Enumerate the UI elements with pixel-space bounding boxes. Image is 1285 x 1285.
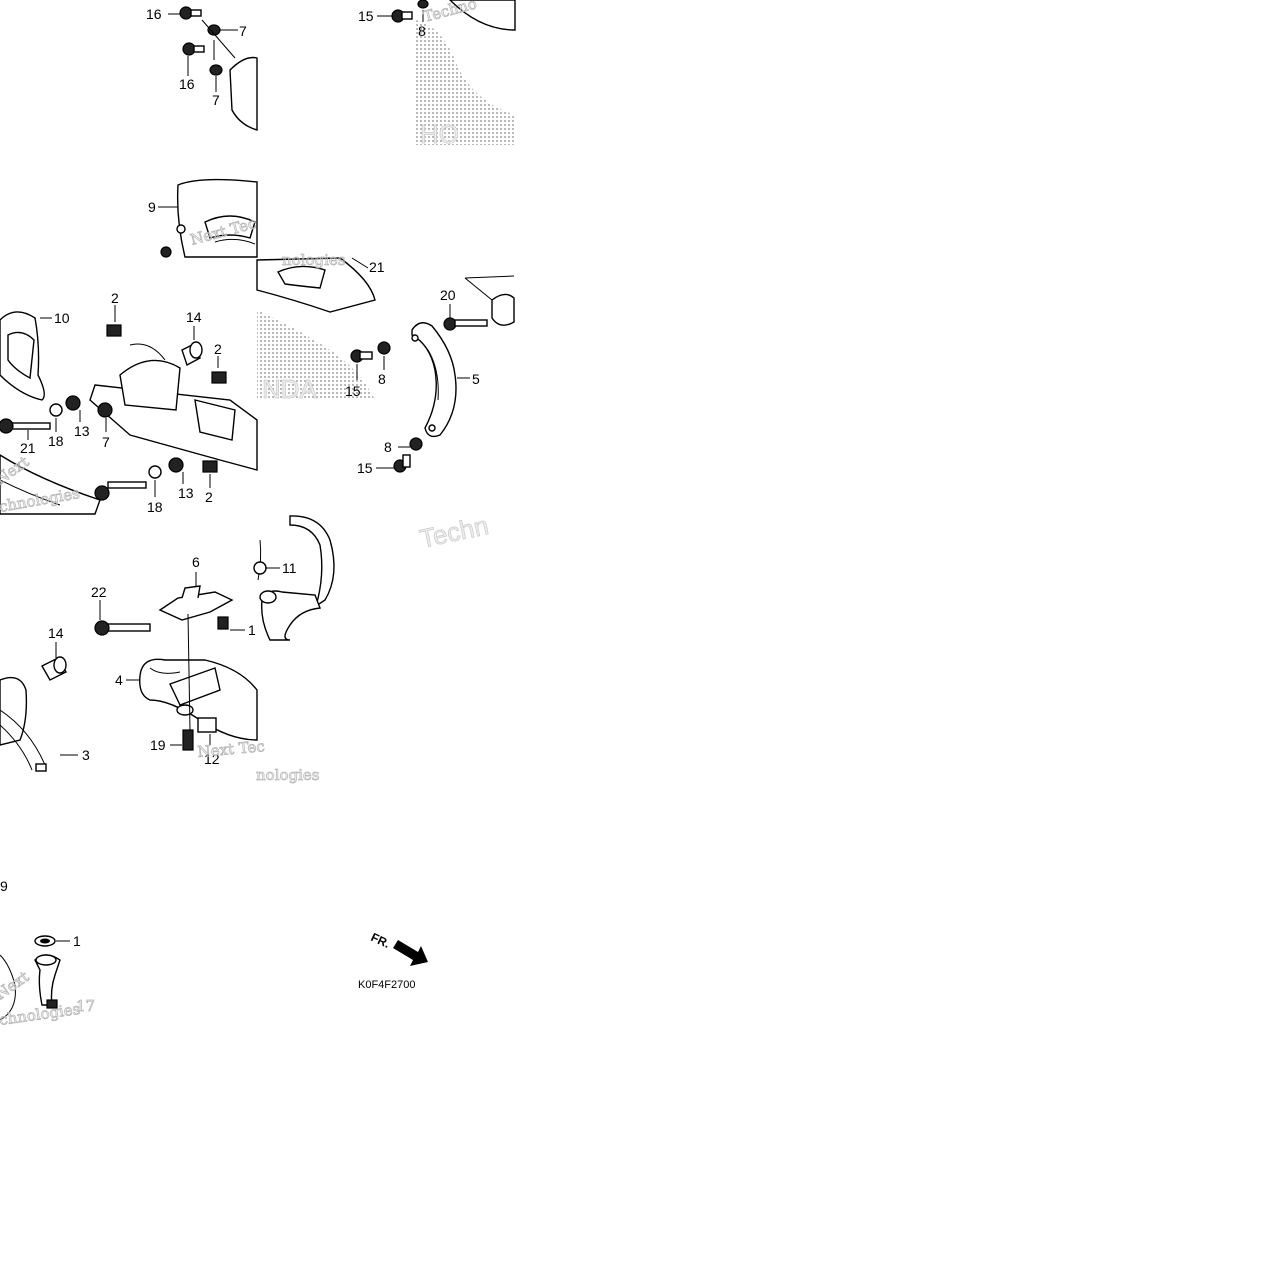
callout-5: 5 bbox=[472, 371, 480, 387]
callout-7: 7 bbox=[102, 434, 110, 450]
watermark: Techno bbox=[421, 0, 478, 26]
watermark: nologies bbox=[282, 251, 346, 269]
callout-14: 14 bbox=[186, 309, 202, 325]
watermark: Next bbox=[0, 968, 32, 1004]
callout-2: 2 bbox=[205, 489, 213, 505]
callout-7: 7 bbox=[239, 23, 247, 39]
callout-22: 22 bbox=[91, 584, 107, 600]
callout-1: 1 bbox=[73, 933, 81, 949]
watermark: chnologies bbox=[0, 1000, 81, 1029]
callout-9: 9 bbox=[148, 199, 156, 215]
tile-emblem-top: HO bbox=[377, 0, 516, 149]
callout-16: 16 bbox=[179, 76, 195, 92]
callout-15: 15 bbox=[345, 383, 361, 399]
callout-17: 17 bbox=[76, 997, 95, 1015]
tile-band-emblem: NDA bbox=[256, 257, 515, 473]
callout-12: 12 bbox=[204, 751, 220, 767]
watermark: nologies bbox=[256, 766, 320, 784]
tile-exhaust-joint bbox=[0, 935, 70, 1021]
tile-muffler-body bbox=[0, 572, 258, 772]
callout-18: 18 bbox=[147, 499, 163, 515]
callout-4: 4 bbox=[115, 672, 123, 688]
direction-label: FR. bbox=[369, 930, 392, 951]
callout-21: 21 bbox=[20, 440, 36, 456]
front-direction-arrow bbox=[393, 940, 428, 966]
callout-11: 11 bbox=[282, 560, 297, 576]
callout-3: 3 bbox=[82, 747, 90, 763]
callout-15: 15 bbox=[357, 460, 373, 476]
watermark: Techn bbox=[417, 510, 491, 554]
callout-2: 2 bbox=[214, 341, 222, 357]
callout-8: 8 bbox=[378, 371, 386, 387]
tile-exhaust-pipe bbox=[253, 515, 335, 641]
callout-8: 8 bbox=[384, 439, 392, 455]
callout-13: 13 bbox=[74, 423, 90, 439]
callout-10: 10 bbox=[54, 310, 70, 326]
callout-9: 9 bbox=[0, 878, 8, 894]
callout-8: 8 bbox=[418, 23, 426, 39]
emblem-lettering-lower: NDA bbox=[262, 374, 318, 404]
callout-6: 6 bbox=[192, 554, 200, 570]
callout-21: 21 bbox=[369, 259, 385, 275]
tile-heat-shield-assembly bbox=[0, 305, 258, 515]
callout-20: 20 bbox=[440, 287, 456, 303]
callout-13: 13 bbox=[178, 485, 194, 501]
callout-18: 18 bbox=[48, 433, 64, 449]
callout-2: 2 bbox=[111, 290, 119, 306]
callout-15: 15 bbox=[358, 8, 374, 24]
callout-19: 19 bbox=[150, 737, 166, 753]
callout-1: 1 bbox=[248, 622, 256, 638]
callout-16: 16 bbox=[146, 6, 162, 22]
callout-labels: 16 7 16 7 15 8 9 21 20 5 15 8 8 15 10 2 … bbox=[0, 6, 480, 1015]
callout-14: 14 bbox=[48, 625, 64, 641]
emblem-lettering: HO bbox=[420, 119, 459, 149]
watermark: Next Tec bbox=[197, 737, 266, 761]
callout-7: 7 bbox=[212, 92, 220, 108]
tile-muffler-cover-bolts bbox=[158, 6, 258, 258]
diagram-code: K0F4F2700 bbox=[358, 979, 415, 991]
